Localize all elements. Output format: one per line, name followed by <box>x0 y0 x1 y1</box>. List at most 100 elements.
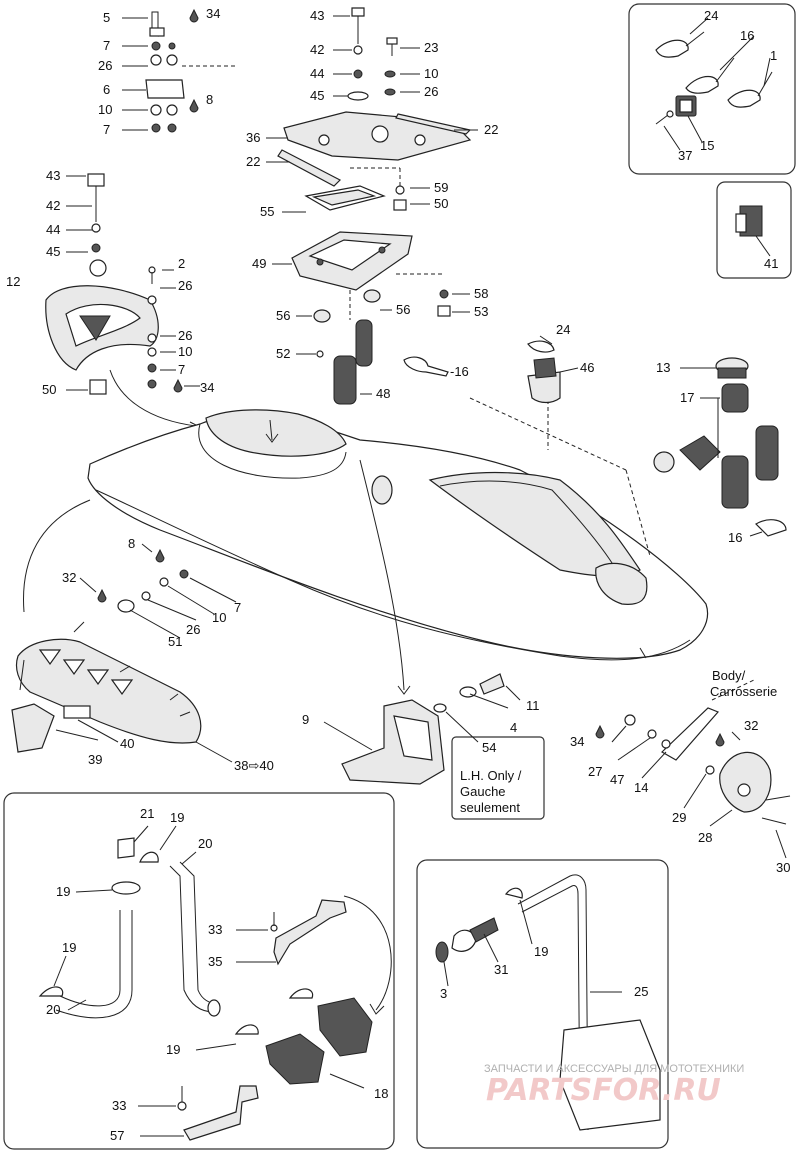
part-label-5: 5 <box>103 10 110 25</box>
watermark-brand: PARTSFOR.RU <box>486 1073 721 1108</box>
part-label-50b: 50 <box>42 382 56 397</box>
watermark-caption: ЗАПЧАСТИ И АКСЕССУАРЫ ДЛЯ МОТОТЕХНИКИ <box>484 1063 744 1075</box>
part-label-34b: 34 <box>200 380 214 395</box>
hardware-mid-left <box>97 548 189 613</box>
part-label-54: 54 <box>482 740 496 755</box>
part-label-33a: 33 <box>208 922 222 937</box>
part-label-16-inset: 16 <box>740 28 754 43</box>
part-label-7b: 7 <box>103 122 110 137</box>
part-label-6: 6 <box>103 82 110 97</box>
part-label-47: 47 <box>610 772 624 787</box>
part-label-48: 48 <box>376 386 390 401</box>
right-small-inset-frame <box>716 181 792 279</box>
part-label-13: 13 <box>656 360 670 375</box>
part-label-59: 59 <box>434 180 448 195</box>
part-label-42b: 42 <box>46 198 60 213</box>
bolt-stack-top-center <box>347 7 398 101</box>
lh-note-line2: Gauche <box>460 784 506 799</box>
springs-48 <box>316 319 373 405</box>
part-label-52: 52 <box>276 346 290 361</box>
part-label-3: 3 <box>440 986 447 1001</box>
watermark: ЗАПЧАСТИ И АКСЕССУАРЫ ДЛЯ МОТОТЕХНИКИ PA… <box>484 1063 744 1108</box>
drain-tube-inset <box>435 874 661 1131</box>
watercraft-body <box>87 397 709 661</box>
part-label-15: 15 <box>700 138 714 153</box>
panel-14-assembly <box>595 679 791 825</box>
part-label-58: 58 <box>474 286 488 301</box>
part-label-20a: 20 <box>198 836 212 851</box>
part-label-16-mid: -16 <box>450 364 469 379</box>
nuts-56-53-58 <box>313 289 451 323</box>
part-label-19c: 19 <box>62 940 76 955</box>
retainer-plate-49 <box>291 231 444 320</box>
part-label-35: 35 <box>208 954 222 969</box>
part-label-45b: 45 <box>46 244 60 259</box>
leader-lines <box>53 15 787 1137</box>
part-label-10b: 10 <box>424 66 438 81</box>
part-label-8: 8 <box>206 92 213 107</box>
part-label-57: 57 <box>110 1128 124 1143</box>
part-label-28: 28 <box>698 830 712 845</box>
part-label-44: 44 <box>310 66 324 81</box>
part-label-32b: 32 <box>744 718 758 733</box>
part-label-53: 53 <box>474 304 488 319</box>
part-label-44b: 44 <box>46 222 60 237</box>
part-label-7: 7 <box>103 38 110 53</box>
part-label-42: 42 <box>310 42 324 57</box>
part-label-26e: 26 <box>186 622 200 637</box>
top-right-inset-frame <box>628 3 796 175</box>
part-label-43b: 43 <box>46 168 60 183</box>
part-label-19a: 19 <box>170 810 184 825</box>
part-label-23: 23 <box>424 40 438 55</box>
part-label-12: 12 <box>6 274 20 289</box>
mount-bracket-36 <box>277 111 472 187</box>
part-label-25: 25 <box>634 984 648 999</box>
part-label-24: 24 <box>556 322 570 337</box>
part-label-26c: 26 <box>178 278 192 293</box>
part-label-19e: 19 <box>534 944 548 959</box>
part-label-30: 30 <box>776 860 790 875</box>
part-label-4: 4 <box>510 720 517 735</box>
clamps-inset <box>655 31 773 125</box>
deflector-9 <box>341 459 505 785</box>
clamp-16-mid <box>403 356 449 377</box>
part-label-41: 41 <box>764 256 778 271</box>
cap-46 <box>527 340 561 404</box>
hook-stack-top-left <box>145 8 238 133</box>
sponson-38 <box>11 499 202 753</box>
part-label-10: 10 <box>98 102 112 117</box>
part-label-38-40: 38⇨40 <box>234 758 274 773</box>
part-label-14: 14 <box>634 780 648 795</box>
part-label-39: 39 <box>88 752 102 767</box>
part-label-45: 45 <box>310 88 324 103</box>
part-label-50: 50 <box>434 196 448 211</box>
part-label-19b: 19 <box>56 884 70 899</box>
part-label-26b: 26 <box>424 84 438 99</box>
part-label-37: 37 <box>678 148 692 163</box>
part-label-36: 36 <box>246 130 260 145</box>
pad-55 <box>304 167 407 211</box>
part-label-27: 27 <box>588 764 602 779</box>
part-label-1: 1 <box>770 48 777 63</box>
part-label-16-right: 16 <box>728 530 742 545</box>
part-label-26d: 26 <box>178 328 192 343</box>
lh-only-note: L.H. Only / Gauche seulement <box>460 768 522 815</box>
part-label-49: 49 <box>252 256 266 271</box>
part-label-21: 21 <box>140 806 154 821</box>
part-label-19d: 19 <box>166 1042 180 1057</box>
part-label-24-inset: 24 <box>704 8 718 23</box>
part-label-2: 2 <box>178 256 185 271</box>
part-label-29: 29 <box>672 810 686 825</box>
part-label-55: 55 <box>260 204 274 219</box>
part-label-56b: 56 <box>396 302 410 317</box>
part-label-26: 26 <box>98 58 112 73</box>
lh-note-line3: seulement <box>460 800 520 815</box>
part-label-46: 46 <box>580 360 594 375</box>
lh-note-line1: L.H. Only / <box>460 768 522 783</box>
part-label-20b: 20 <box>46 1002 60 1017</box>
part-label-18: 18 <box>374 1086 388 1101</box>
part-labels: 5 34 7 26 6 10 8 7 43 42 44 45 23 10 26 … <box>6 6 790 1143</box>
part-label-22b: 22 <box>246 154 260 169</box>
bellows-13-17 <box>653 357 787 537</box>
